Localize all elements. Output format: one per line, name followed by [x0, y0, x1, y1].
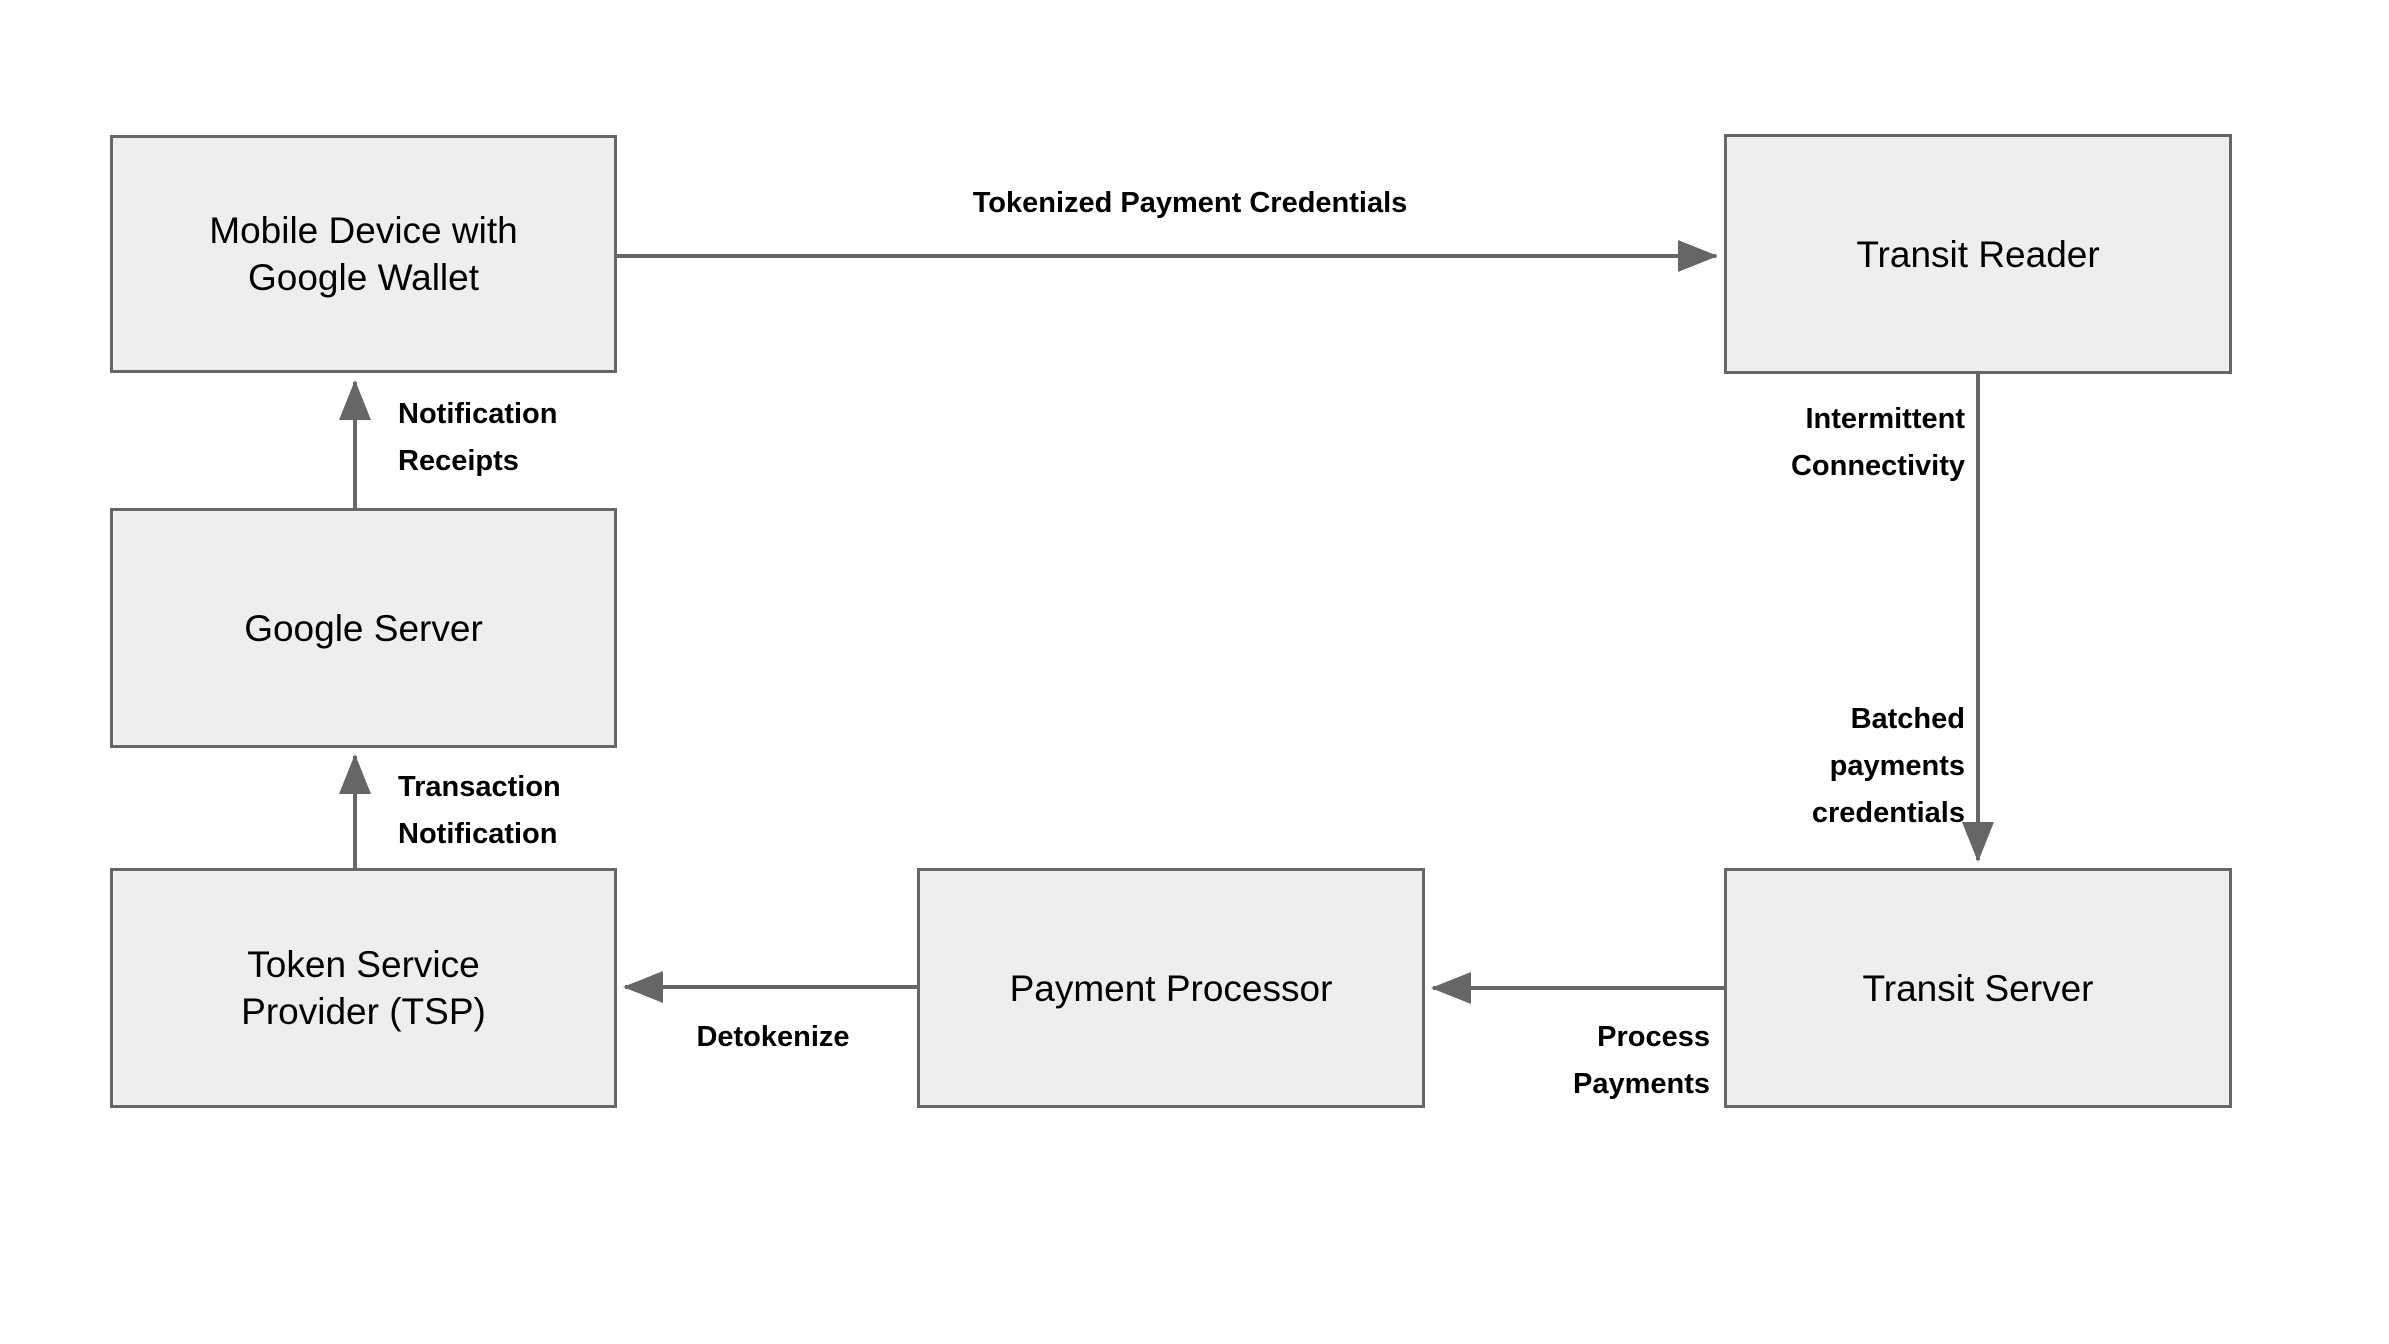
node-transit-reader-label: Transit Reader — [1856, 233, 2100, 275]
edge-label-intermittent-connectivity: Intermittent Connectivity — [1790, 403, 1965, 482]
edge-label-batched-payments-credentials: Batched payments credentials — [1811, 703, 1965, 829]
node-transit-server[interactable]: Transit Server — [1724, 868, 2232, 1108]
node-payment-processor[interactable]: Payment Processor — [917, 868, 1425, 1108]
edge-label-transaction-notification: Transaction Notification — [398, 771, 561, 850]
node-payment-processor-label: Payment Processor — [1009, 967, 1333, 1009]
node-token-service-provider[interactable]: Token Service Provider (TSP) — [110, 868, 617, 1108]
node-mobile-device[interactable]: Mobile Device with Google Wallet — [110, 135, 617, 373]
node-transit-reader[interactable]: Transit Reader — [1724, 134, 2232, 374]
edge-label-detokenize: Detokenize — [696, 1021, 850, 1053]
node-mobile-device-label: Mobile Device with Google Wallet — [209, 210, 518, 298]
edge-label-process-payments: Process Payments — [1572, 1021, 1710, 1100]
edge-label-tokenized-payment-credentials: Tokenized Payment Credentials — [972, 187, 1408, 219]
node-token-service-provider-label: Token Service Provider (TSP) — [241, 944, 486, 1032]
node-transit-server-label: Transit Server — [1862, 967, 2094, 1009]
edge-label-notification-receipts: Notification Receipts — [398, 398, 558, 477]
node-google-server[interactable]: Google Server — [110, 508, 617, 748]
node-google-server-label: Google Server — [244, 607, 483, 649]
